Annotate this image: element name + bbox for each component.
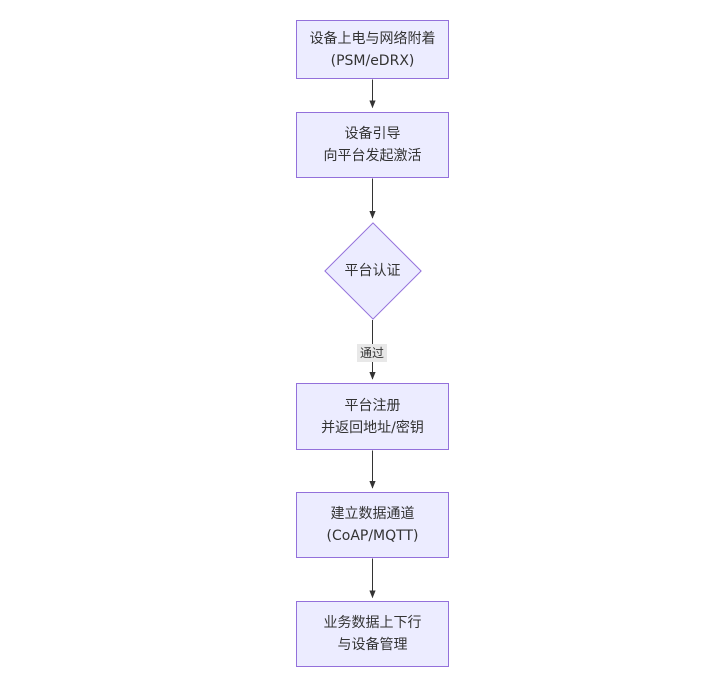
flow-node-power-network-attach: 设备上电与网络附着 (PSM/eDRX) [296,20,449,79]
node-label-line: 业务数据上下行 [323,615,422,631]
decision-platform-auth: 平台认证 [322,222,423,320]
node-label-line: 并返回地址/密钥 [321,419,424,436]
node-label-line: 设备上电与网络附着 [309,30,436,47]
flow-node-device-bootstrap: 设备引导 向平台发起激活 [296,112,449,178]
flow-node-data-channel: 建立数据通道 (CoAP/MQTT) [296,492,449,558]
edge-label-pass: 通过 [356,344,388,362]
node-label-line: (CoAP/MQTT) [326,528,419,544]
flow-node-platform-register: 平台注册 并返回地址/密钥 [296,383,449,450]
flow-node-business-data: 业务数据上下行 与设备管理 [296,601,449,667]
node-label-line: 向平台发起激活 [323,148,422,164]
node-label-line: 平台注册 [344,397,401,414]
node-label-line: 平台认证 [344,263,401,279]
node-label-line: (PSM/eDRX) [330,52,415,69]
node-label-line: 建立数据通道 [330,506,415,522]
node-label-line: 与设备管理 [337,637,408,653]
node-label-line: 设备引导 [344,126,401,142]
